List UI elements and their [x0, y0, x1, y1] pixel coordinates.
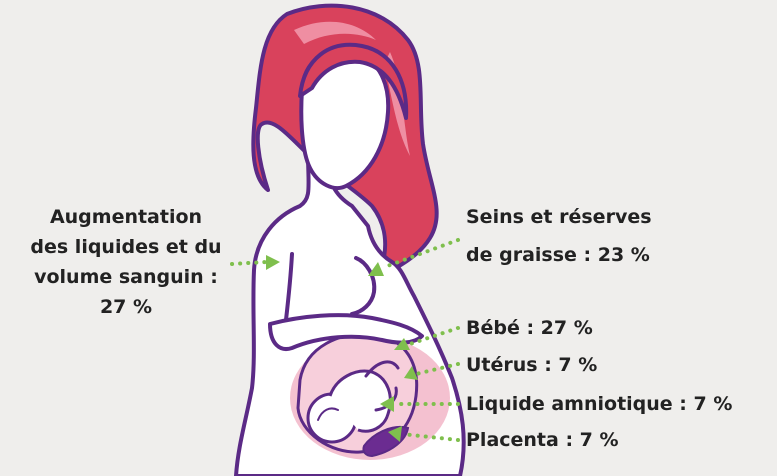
fluids-label-line-4: 27 %	[14, 292, 238, 322]
fluids-label-line-1: Augmentation	[14, 202, 238, 232]
amniotic-label: Liquide amniotique : 7 %	[466, 389, 732, 419]
uterus-label: Utérus : 7 %	[466, 350, 597, 380]
fluids-label-line-3: volume sanguin :	[14, 262, 238, 292]
breasts-label-line-2: de graisse : 23 %	[466, 240, 650, 270]
baby-label: Bébé : 27 %	[466, 313, 593, 343]
fluids-label-line-2: des liquides et du	[14, 232, 238, 262]
fluids-label-block: Augmentation des liquides et du volume s…	[14, 202, 238, 322]
breasts-label-line-1: Seins et réserves	[466, 202, 652, 232]
placenta-label: Placenta : 7 %	[466, 425, 619, 455]
